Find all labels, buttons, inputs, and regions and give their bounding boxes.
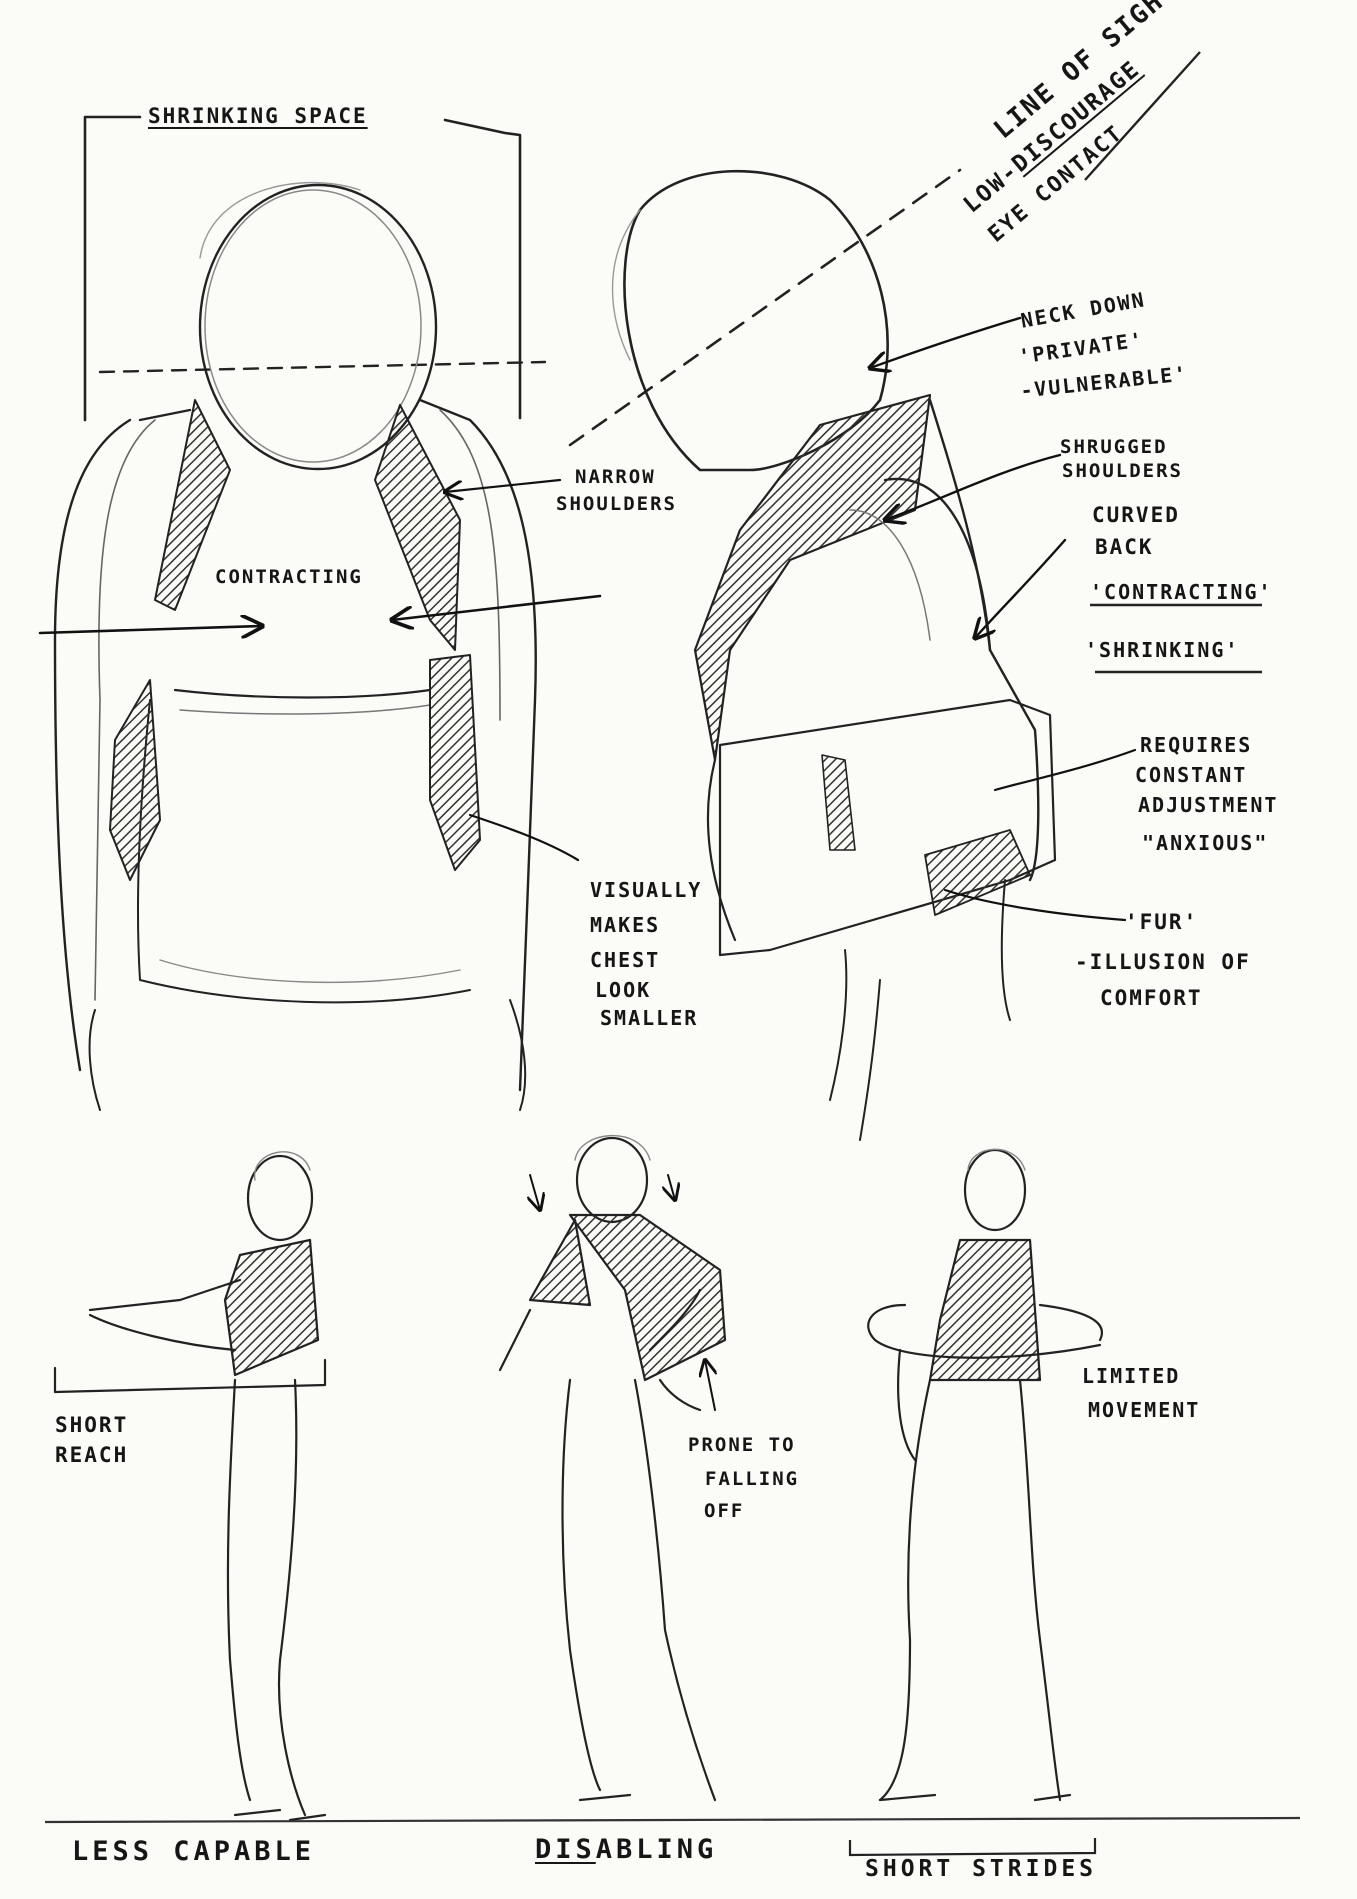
label-visually: VISUALLY: [590, 880, 702, 900]
label-reach: REACH: [55, 1445, 128, 1466]
label-look: LOOK: [595, 980, 651, 1000]
label-constant: CONSTANT: [1135, 765, 1247, 785]
label-short: SHORT: [55, 1415, 128, 1436]
label-comfort: COMFORT: [1100, 988, 1203, 1009]
front-view-figure: [40, 117, 600, 1110]
figure-less-capable: [55, 1152, 325, 1820]
ground-line: [45, 1818, 1300, 1822]
dashed-head-line: [100, 362, 545, 372]
caption-disabling: DISABLING: [535, 1836, 717, 1863]
caption-less-capable: LESS CAPABLE: [72, 1838, 315, 1865]
label-limited: LIMITED: [1082, 1366, 1180, 1386]
label-requires: REQUIRES: [1140, 735, 1252, 755]
caption-short-strides: SHORT STRIDES: [865, 1858, 1097, 1881]
label-falling: FALLING: [705, 1470, 799, 1489]
label-off: OFF: [704, 1502, 744, 1521]
label-fur: 'FUR': [1125, 912, 1198, 933]
label-shrinking-quoted: 'SHRINKING': [1085, 640, 1239, 660]
label-curved: CURVED: [1092, 505, 1180, 526]
label-makes: MAKES: [590, 915, 660, 935]
label-illusion: -ILLUSION OF: [1075, 952, 1251, 973]
short-strides-bracket: [850, 1838, 1095, 1855]
label-contracting-quoted: 'CONTRACTING': [1090, 582, 1273, 602]
label-adjustment: ADJUSTMENT: [1138, 795, 1278, 815]
label-shrugged: SHRUGGED: [1060, 438, 1168, 457]
label-back: BACK: [1095, 537, 1154, 558]
label-smaller: SMALLER: [600, 1008, 698, 1028]
label-contracting-front: CONTRACTING: [215, 568, 363, 587]
shrinking-space-box: [85, 117, 520, 420]
label-anxious: "ANXIOUS": [1142, 833, 1268, 853]
label-movement: MOVEMENT: [1088, 1400, 1200, 1420]
label-narrow: NARROW: [575, 468, 656, 487]
figure-disabling: [500, 1136, 725, 1800]
label-shrugged-shoulders: SHOULDERS: [1062, 462, 1183, 481]
figure-short-strides: [868, 1149, 1102, 1800]
label-chest: CHEST: [590, 950, 660, 970]
label-shrinking-space: SHRINKING SPACE: [148, 106, 368, 127]
label-shoulders: SHOULDERS: [556, 495, 677, 514]
label-prone-to: PRONE TO: [688, 1436, 796, 1455]
